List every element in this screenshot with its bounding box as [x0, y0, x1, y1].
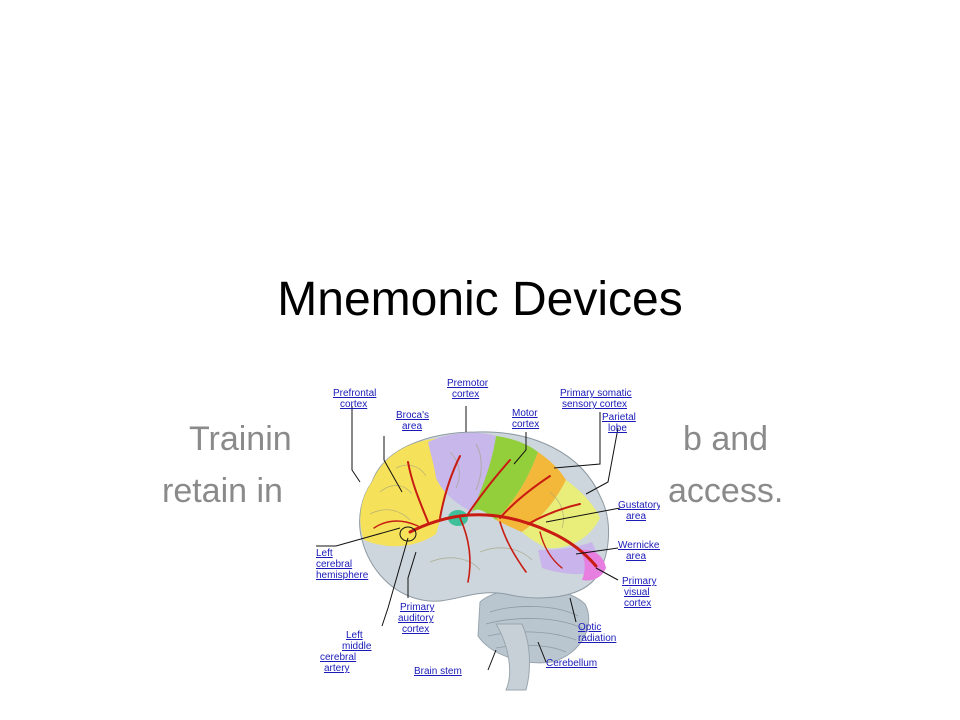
cerebral-artery	[373, 455, 598, 583]
subtitle-line-1-right: b and	[683, 420, 769, 458]
gustatory-region	[448, 510, 468, 526]
cerebellum-folds	[485, 606, 583, 653]
motor-region	[472, 436, 538, 520]
leader-lines	[316, 406, 621, 671]
subtitle-line-2-left: retain in	[162, 472, 283, 510]
brain-stem-region	[495, 623, 530, 691]
label-cerebellum: Cerebellum	[546, 658, 597, 669]
label-brain-stem: Brain stem	[414, 666, 462, 677]
cerebellum-region	[477, 587, 590, 664]
artery-origin-marker	[399, 526, 417, 542]
premotor-region	[428, 432, 496, 512]
somatic-region	[496, 452, 566, 532]
subtitle-line-1-left: Trainin	[189, 420, 292, 458]
parietal-region	[522, 480, 600, 549]
gyri-lines	[369, 443, 564, 571]
slide-title: Mnemonic Devices	[277, 273, 683, 326]
prefrontal-region	[360, 438, 447, 547]
subtitle-line-2-right: access.	[668, 472, 784, 510]
